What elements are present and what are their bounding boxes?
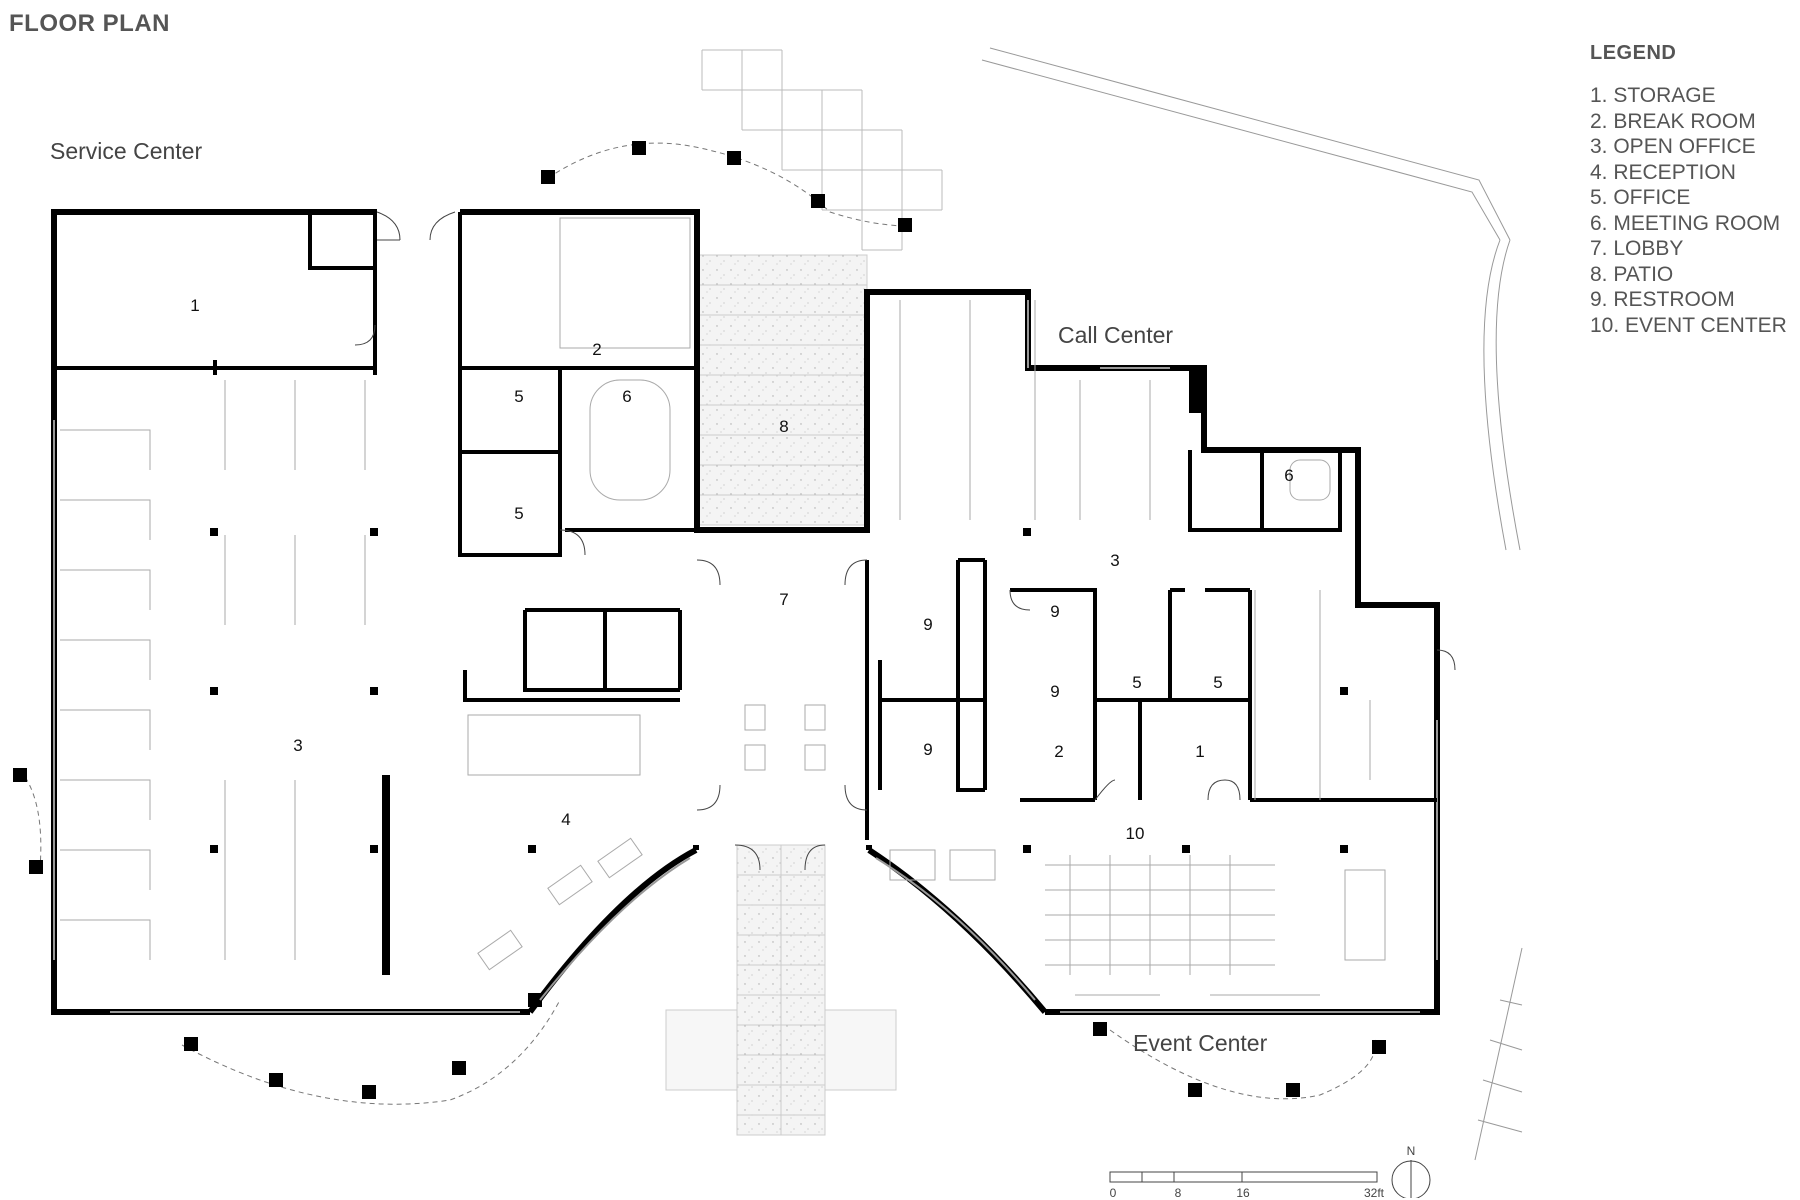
scale-tick-label: 0 <box>1109 1186 1117 1200</box>
north-paving-grid <box>701 49 943 251</box>
room-number-lobby: 7 <box>779 590 789 609</box>
room-number-patio: 8 <box>779 417 789 436</box>
legend-item: 8. PATIO <box>1590 262 1674 286</box>
north-label: N <box>1406 1144 1416 1158</box>
legend-item: 7. LOBBY <box>1590 237 1684 260</box>
room-number-restroom-b: 9 <box>923 740 933 759</box>
legend-item: 10. EVENT CENTER <box>1590 313 1787 337</box>
furniture <box>60 217 1386 996</box>
legend-item: 9. RESTROOM <box>1590 288 1735 311</box>
legend-item: 1. STORAGE <box>1590 84 1716 107</box>
legend-item: 3. OPEN OFFICE <box>1590 135 1756 158</box>
glazing <box>53 300 1438 1013</box>
legend-title: LEGEND <box>1590 42 1677 64</box>
zone-label-call-center: Call Center <box>1058 322 1174 348</box>
paving-joints <box>697 284 867 1135</box>
zone-label-event-center: Event Center <box>1133 1030 1268 1056</box>
room-number-open-office-east: 3 <box>1110 551 1120 570</box>
room-number-break-room: 2 <box>592 340 602 359</box>
legend: LEGEND 1. STORAGE 2. BREAK ROOM 3. OPEN … <box>1590 42 1787 338</box>
room-number-meeting-east: 6 <box>1284 466 1294 485</box>
plan-title: FLOOR PLAN <box>9 10 170 37</box>
scale-tick-label: 8 <box>1174 1186 1182 1200</box>
doors <box>354 211 1456 871</box>
legend-item: 6. MEETING ROOM <box>1590 211 1781 235</box>
legend-item: 2. BREAK ROOM <box>1590 109 1756 133</box>
room-number-reception: 4 <box>561 810 571 829</box>
room-number-office-a: 5 <box>514 387 524 406</box>
legend-item: 4. RECEPTION <box>1590 160 1736 184</box>
zone-label-service-center: Service Center <box>50 138 203 164</box>
room-number-storage-west: 1 <box>190 296 200 315</box>
structural-columns <box>210 528 1348 975</box>
room-number-open-office-west: 3 <box>293 736 303 755</box>
room-number-restroom-c: 9 <box>1050 602 1060 621</box>
room-number-office-c: 5 <box>1132 673 1142 692</box>
colonnade-piers <box>13 141 1386 1099</box>
room-number-meeting-west: 6 <box>622 387 632 406</box>
room-number-office-b: 5 <box>514 504 524 523</box>
site-road <box>981 47 1523 1161</box>
room-number-office-d: 5 <box>1213 673 1223 692</box>
colonnade-arcs <box>19 142 1376 1105</box>
room-number-break-east: 2 <box>1054 742 1064 761</box>
room-number-restroom-d: 9 <box>1050 682 1060 701</box>
north-arrow <box>1391 1160 1431 1198</box>
room-number-storage-east: 1 <box>1195 742 1205 761</box>
room-number-event-center: 10 <box>1125 824 1145 843</box>
legend-item: 5. OFFICE <box>1590 186 1691 209</box>
scale-tick-label: 16 <box>1236 1186 1250 1200</box>
scale-bar <box>1109 1171 1378 1183</box>
room-number-restroom-a: 9 <box>923 615 933 634</box>
scale-tick-label: 32ft <box>1363 1186 1385 1200</box>
interior-walls <box>54 212 1437 840</box>
